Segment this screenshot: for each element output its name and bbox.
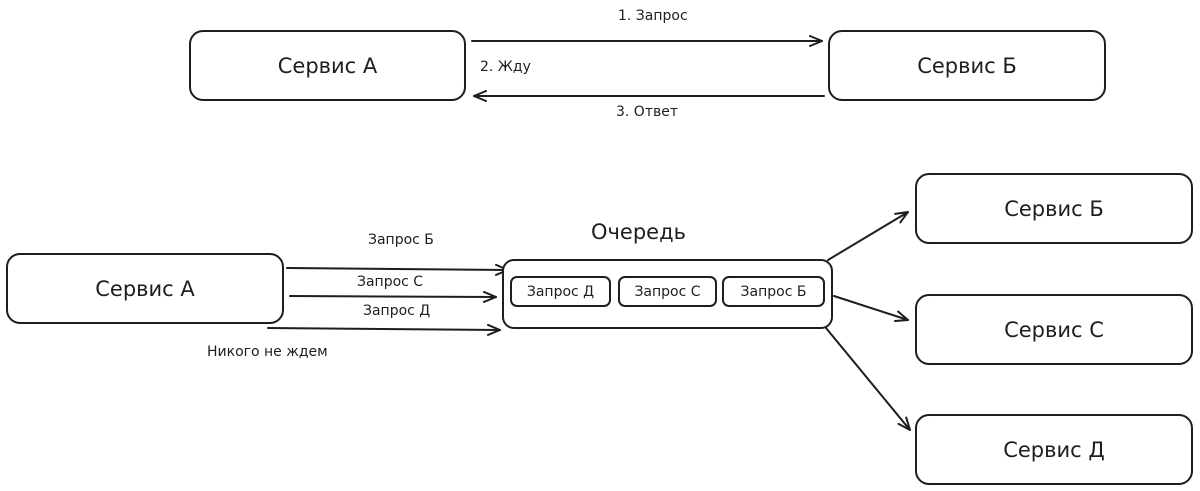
bottom-service-a-label: Сервис А (95, 276, 195, 301)
target-service-c-box: Сервис С (915, 294, 1193, 365)
queue-item-d: Запрос Д (510, 276, 611, 307)
top-service-b-label: Сервис Б (917, 53, 1017, 78)
target-service-d-label: Сервис Д (1003, 437, 1105, 462)
target-service-d-box: Сервис Д (915, 414, 1193, 485)
target-service-b-label: Сервис Б (1004, 196, 1104, 221)
top-service-b-box: Сервис Б (828, 30, 1106, 101)
queue-item-b: Запрос Б (722, 276, 825, 307)
step3-label: 3. Ответ (616, 104, 679, 120)
arrow-to-service-b (827, 211, 909, 261)
top-service-a-label: Сервис А (277, 53, 378, 78)
target-service-c-label: Сервис С (1004, 317, 1104, 342)
bottom-service-a-box: Сервис А (6, 253, 284, 324)
request-c-label: Запрос С (357, 274, 424, 290)
queue-title: Очередь (591, 220, 687, 244)
step2-label: 2. Жду (480, 59, 531, 75)
arrow-to-service-c (833, 295, 909, 323)
arrow-request-c (289, 290, 497, 303)
no-wait-label: Никого не ждем (207, 344, 328, 360)
top-service-a-box: Сервис А (189, 30, 466, 101)
arrow-to-service-d (825, 327, 911, 431)
target-service-b-box: Сервис Б (915, 173, 1193, 244)
queue-item-c: Запрос С (618, 276, 717, 307)
arrow-request-d (267, 323, 501, 336)
step1-label: 1. Запрос (618, 8, 688, 24)
request-d-label: Запрос Д (363, 303, 431, 319)
arrow-request-b (286, 263, 509, 276)
request-b-label: Запрос Б (368, 232, 434, 248)
